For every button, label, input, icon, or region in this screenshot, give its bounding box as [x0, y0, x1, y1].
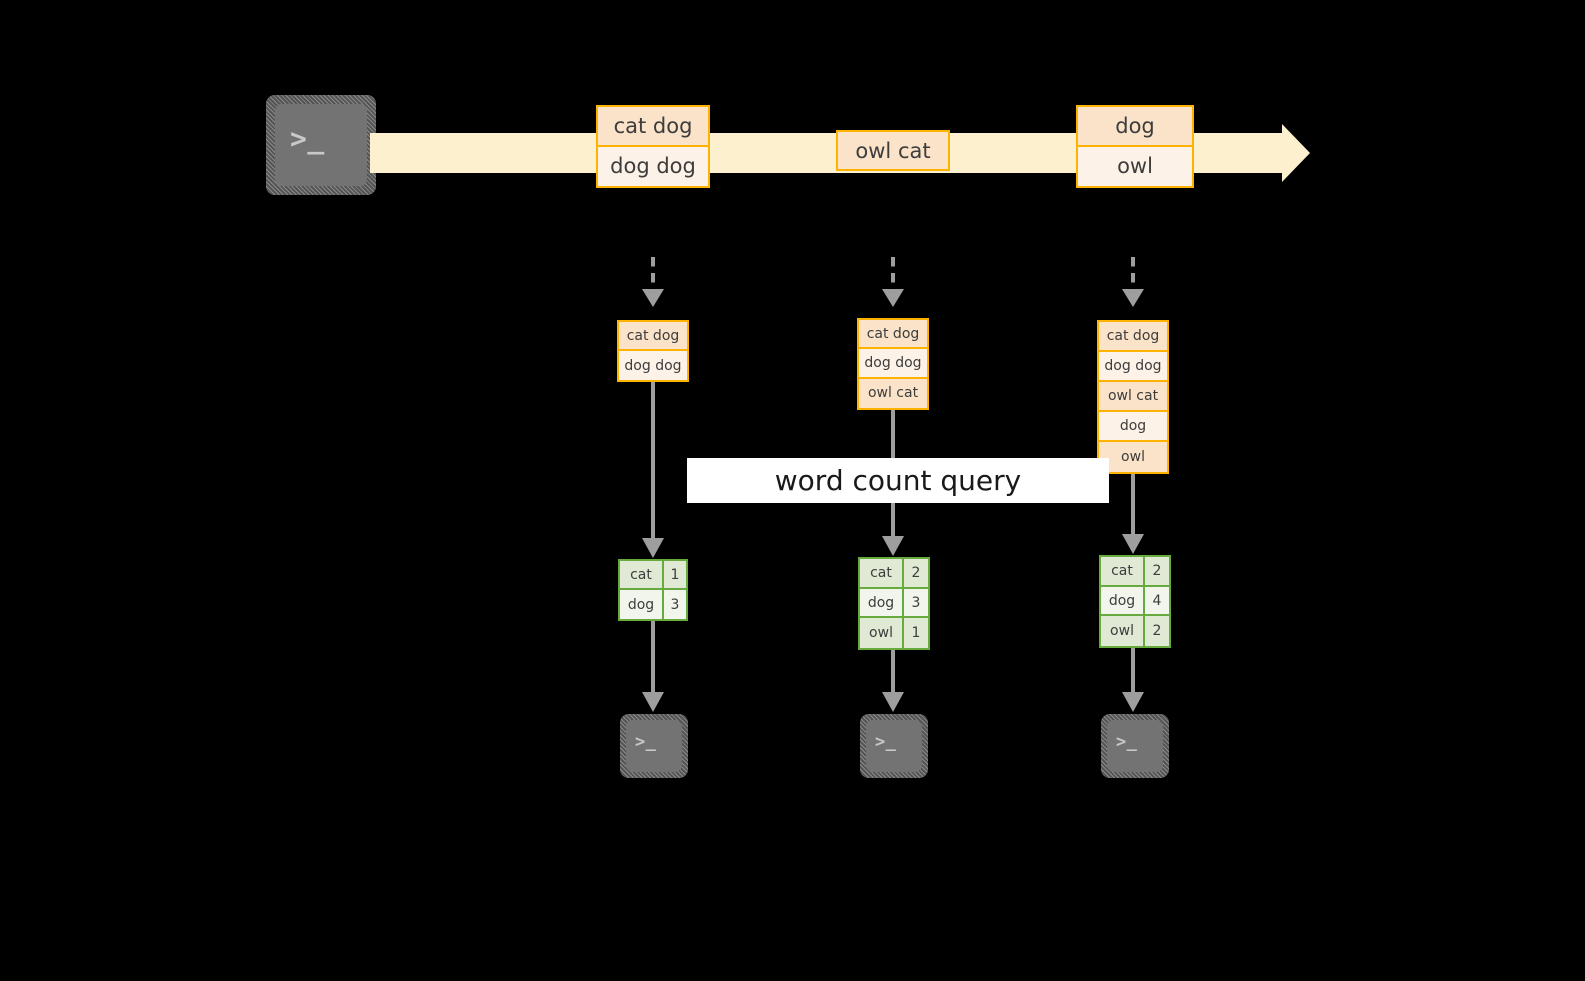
- sink-connector-arrowhead: [882, 692, 904, 712]
- stream-record-line: cat dog: [598, 107, 708, 147]
- stream-record-line: dog dog: [598, 146, 708, 186]
- query-label: word count query: [687, 458, 1109, 503]
- snapshot-input-row: dog dog: [859, 349, 927, 379]
- snapshot-input-row: owl cat: [859, 378, 927, 408]
- terminal-face: [866, 720, 922, 772]
- result-count: 1: [904, 618, 928, 648]
- table-row: owl 2: [1101, 616, 1169, 646]
- result-word: dog: [1101, 586, 1145, 615]
- stream-record-line: dog: [1078, 107, 1192, 147]
- table-row: dog 4: [1101, 586, 1169, 617]
- snapshot-input-row: cat dog: [859, 320, 927, 350]
- sink-connector-arrowhead: [642, 692, 664, 712]
- snapshot-input-row: cat dog: [619, 322, 687, 351]
- source-terminal-icon: >_: [266, 95, 376, 195]
- query-connector-arrowhead: [642, 538, 664, 558]
- result-count: 1: [664, 561, 686, 588]
- sink-connector-line: [1131, 648, 1135, 696]
- result-word: dog: [860, 588, 904, 617]
- terminal-prompt-glyph: >_: [875, 732, 897, 752]
- result-count: 2: [1145, 557, 1169, 585]
- result-count: 2: [1145, 616, 1169, 646]
- snapshot-input-row: dog dog: [619, 351, 687, 380]
- terminal-prompt-glyph: >_: [1116, 732, 1138, 752]
- sink-connector-line: [651, 621, 655, 696]
- stream-record-line: owl cat: [838, 132, 948, 169]
- terminal-face: [275, 104, 367, 186]
- snapshot-input-row: dog dog: [1099, 352, 1167, 382]
- result-table: cat 2 dog 4 owl 2: [1099, 555, 1171, 648]
- table-row: cat 2: [860, 559, 928, 589]
- result-count: 2: [904, 559, 928, 587]
- terminal-prompt-glyph: >_: [290, 122, 325, 155]
- snapshot-input-row: owl: [1099, 442, 1167, 472]
- sink-connector-line: [891, 650, 895, 696]
- query-connector-line: [1131, 474, 1135, 538]
- result-count: 4: [1145, 586, 1169, 615]
- table-row: owl 1: [860, 618, 928, 648]
- sink-terminal-icon: >_: [860, 714, 928, 778]
- terminal-prompt-glyph: >_: [635, 732, 657, 752]
- stream-tap-arrowhead: [1122, 289, 1144, 307]
- result-word: cat: [860, 559, 904, 587]
- result-word: owl: [860, 618, 904, 648]
- snapshot-input-table: cat dog dog dog owl cat: [857, 318, 929, 410]
- table-row: cat 2: [1101, 557, 1169, 587]
- result-count: 3: [904, 588, 928, 617]
- snapshot-input-row: dog: [1099, 412, 1167, 442]
- snapshot-input-table: cat dog dog dog: [617, 320, 689, 382]
- query-connector-arrowhead: [882, 536, 904, 556]
- result-word: cat: [1101, 557, 1145, 585]
- table-row: dog 3: [620, 590, 686, 619]
- sink-connector-arrowhead: [1122, 692, 1144, 712]
- result-word: dog: [620, 590, 664, 619]
- result-word: cat: [620, 561, 664, 588]
- input-stream-arrowhead: [1282, 124, 1310, 182]
- query-connector-line: [651, 382, 655, 542]
- query-connector-arrowhead: [1122, 534, 1144, 554]
- terminal-face: [1107, 720, 1163, 772]
- stream-tap-dashed-line: [1131, 257, 1135, 291]
- result-table: cat 1 dog 3: [618, 559, 688, 621]
- snapshot-input-table: cat dog dog dog owl cat dog owl: [1097, 320, 1169, 474]
- result-word: owl: [1101, 616, 1145, 646]
- terminal-face: [626, 720, 682, 772]
- stream-tap-dashed-line: [891, 257, 895, 291]
- stream-record: cat dog dog dog: [596, 105, 710, 188]
- stream-tap-dashed-line: [651, 257, 655, 291]
- table-row: cat 1: [620, 561, 686, 590]
- stream-record-line: owl: [1078, 146, 1192, 186]
- stream-tap-arrowhead: [882, 289, 904, 307]
- stream-record: owl cat: [836, 130, 950, 171]
- stream-tap-arrowhead: [642, 289, 664, 307]
- result-count: 3: [664, 590, 686, 619]
- sink-terminal-icon: >_: [1101, 714, 1169, 778]
- stream-record: dog owl: [1076, 105, 1194, 188]
- result-table: cat 2 dog 3 owl 1: [858, 557, 930, 650]
- table-row: dog 3: [860, 588, 928, 619]
- sink-terminal-icon: >_: [620, 714, 688, 778]
- snapshot-input-row: cat dog: [1099, 322, 1167, 352]
- snapshot-input-row: owl cat: [1099, 382, 1167, 412]
